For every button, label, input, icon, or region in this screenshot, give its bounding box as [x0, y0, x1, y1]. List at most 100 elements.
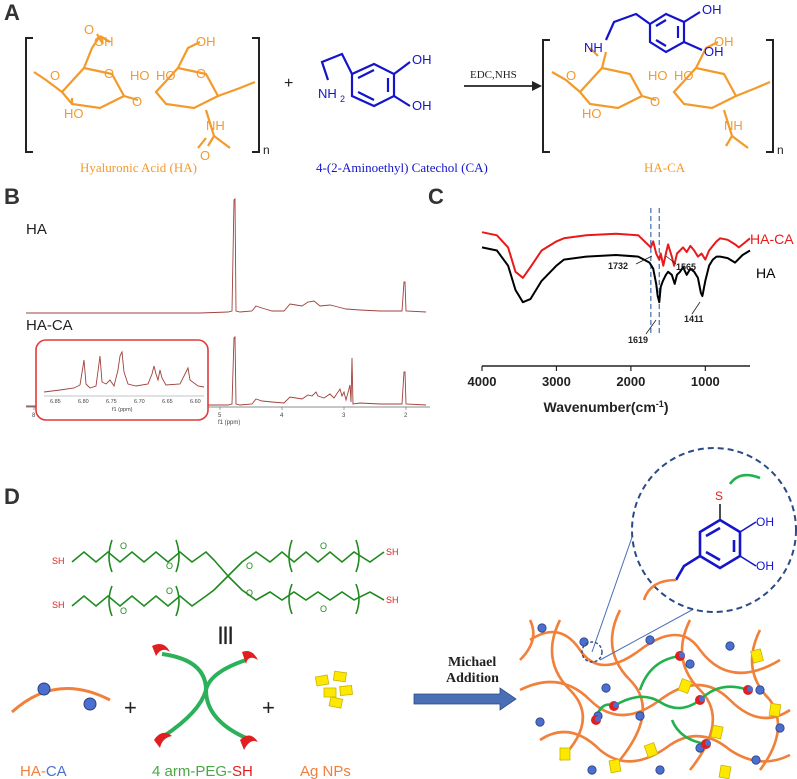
catechol-bead	[587, 765, 597, 775]
atom-label: O	[650, 94, 660, 109]
network-beads	[535, 623, 785, 779]
nmr-spectrum-ha	[26, 197, 427, 314]
oxygen-label: O	[246, 561, 253, 571]
hydroxyl-label: OH	[756, 559, 774, 573]
thiol-ends	[152, 644, 258, 750]
atom-label: O	[200, 148, 210, 163]
catechol-bead	[775, 723, 785, 733]
ca-structure	[320, 52, 411, 108]
ftir-x-tick-label: 2000	[616, 374, 645, 389]
plus-sign: +	[124, 695, 137, 720]
peak-annotation: 1732	[608, 261, 628, 271]
plus-sign: +	[284, 75, 293, 92]
ag-np	[332, 670, 347, 683]
inset-tick-label: 6.80	[78, 399, 89, 405]
inset-tick-label: 6.65	[162, 399, 173, 405]
catechol-bead	[755, 685, 765, 695]
ha-caption: Hyaluronic Acid (HA)	[80, 160, 197, 175]
atom-label: O	[196, 66, 206, 81]
haca-caption: HA-CA	[644, 160, 686, 175]
ftir-series-ha	[481, 246, 751, 304]
ftir-x-axis-label: Wavenumber(cm-1)	[544, 399, 669, 415]
ca-atoms: OH OH NH 2	[318, 52, 432, 113]
nmr-tick-label: 5	[218, 413, 222, 419]
ftir-annotations: 1732 1565 1619 1411	[608, 261, 704, 345]
atom-label: O	[104, 66, 114, 81]
peak-annotation: 1411	[684, 314, 704, 324]
catechol-bead	[83, 697, 97, 711]
catechol-bead	[595, 716, 601, 722]
nmr-tick-label: 8	[32, 413, 36, 419]
thiol-label: SH	[386, 595, 399, 605]
legend-haca: HA-CA	[750, 231, 794, 247]
thiol-end	[152, 644, 170, 656]
oxygen-label: O	[120, 541, 127, 551]
zoom-molecule	[642, 473, 761, 601]
ag-np	[677, 678, 693, 694]
haca-label-ha: HA-	[20, 763, 46, 779]
zoom-line	[591, 519, 639, 653]
ftir-pointer-lines	[635, 255, 701, 335]
atom-label: O	[132, 94, 142, 109]
ftir-x-tick-label: 1000	[691, 374, 720, 389]
haca-label-ca: CA	[46, 763, 67, 779]
ftir-series-haca	[481, 231, 751, 279]
atom-label: HO	[648, 68, 668, 83]
ftir-x-tick-label: 3000	[542, 374, 571, 389]
ag-np	[643, 742, 659, 758]
nmr-label-ha: HA	[26, 221, 47, 238]
arrow-label-2: Addition	[446, 671, 499, 686]
oxygen-label: O	[120, 606, 127, 616]
atom-label: O	[84, 22, 94, 37]
ag-np	[608, 758, 622, 774]
inset-tick-label: 6.70	[134, 399, 145, 405]
catechol-bead	[705, 740, 711, 746]
atom-label: HO	[674, 68, 694, 83]
inset-tick-label: 6.60	[190, 399, 201, 405]
atom-label: NH	[584, 40, 603, 55]
hydrogel-network	[519, 609, 791, 771]
ag-np	[559, 747, 571, 761]
catechol-bead	[635, 711, 645, 721]
agnp-label: Ag NPs	[300, 763, 351, 779]
ha-structure	[25, 33, 260, 153]
ag-nps-icon	[314, 670, 353, 709]
atom-label: OH	[196, 34, 216, 49]
oxygen-label: O	[246, 588, 253, 598]
catechol-bead	[747, 686, 753, 692]
ag-np	[718, 764, 732, 779]
nmr-tick-label: 2	[404, 413, 408, 419]
repeat-n: n	[777, 143, 784, 157]
ag-np	[339, 684, 353, 697]
panel-label-c: C	[428, 184, 444, 209]
thiol-label: SH	[386, 547, 399, 557]
catechol-bead	[37, 682, 51, 696]
atom-label: NH	[206, 118, 225, 133]
ftir-xlabel-close: )	[664, 399, 669, 415]
ag-np	[750, 648, 764, 664]
michael-addition-arrow	[413, 687, 517, 711]
nmr-label-haca: HA-CA	[26, 317, 73, 334]
zoom-atoms: S OH OH	[715, 489, 774, 573]
ag-np	[328, 696, 344, 709]
atom-label: NH	[318, 86, 337, 101]
repeat-n: n	[263, 143, 270, 157]
oxygen-label: O	[320, 604, 327, 614]
atom-subscript: 2	[340, 94, 345, 104]
atom-label: HO	[156, 68, 176, 83]
zoom-source-circle	[581, 641, 603, 663]
ftir-chart: 4000 3000 2000 1000	[468, 208, 751, 389]
oxygen-label: O	[320, 541, 327, 551]
oxygen-label: O	[166, 561, 173, 571]
inset-tick-label: 6.75	[106, 399, 117, 405]
inset-axis-label: f1 (ppm)	[112, 407, 133, 413]
haca-structure	[542, 11, 774, 153]
peak-annotation: 1619	[628, 335, 648, 345]
catechol-bead	[613, 702, 619, 708]
peg-structure	[71, 539, 385, 617]
atom-label: OH	[714, 34, 734, 49]
catechol-bead	[601, 683, 611, 693]
atom-label: HO	[582, 106, 602, 121]
ftir-x-tick-label: 4000	[468, 374, 497, 389]
